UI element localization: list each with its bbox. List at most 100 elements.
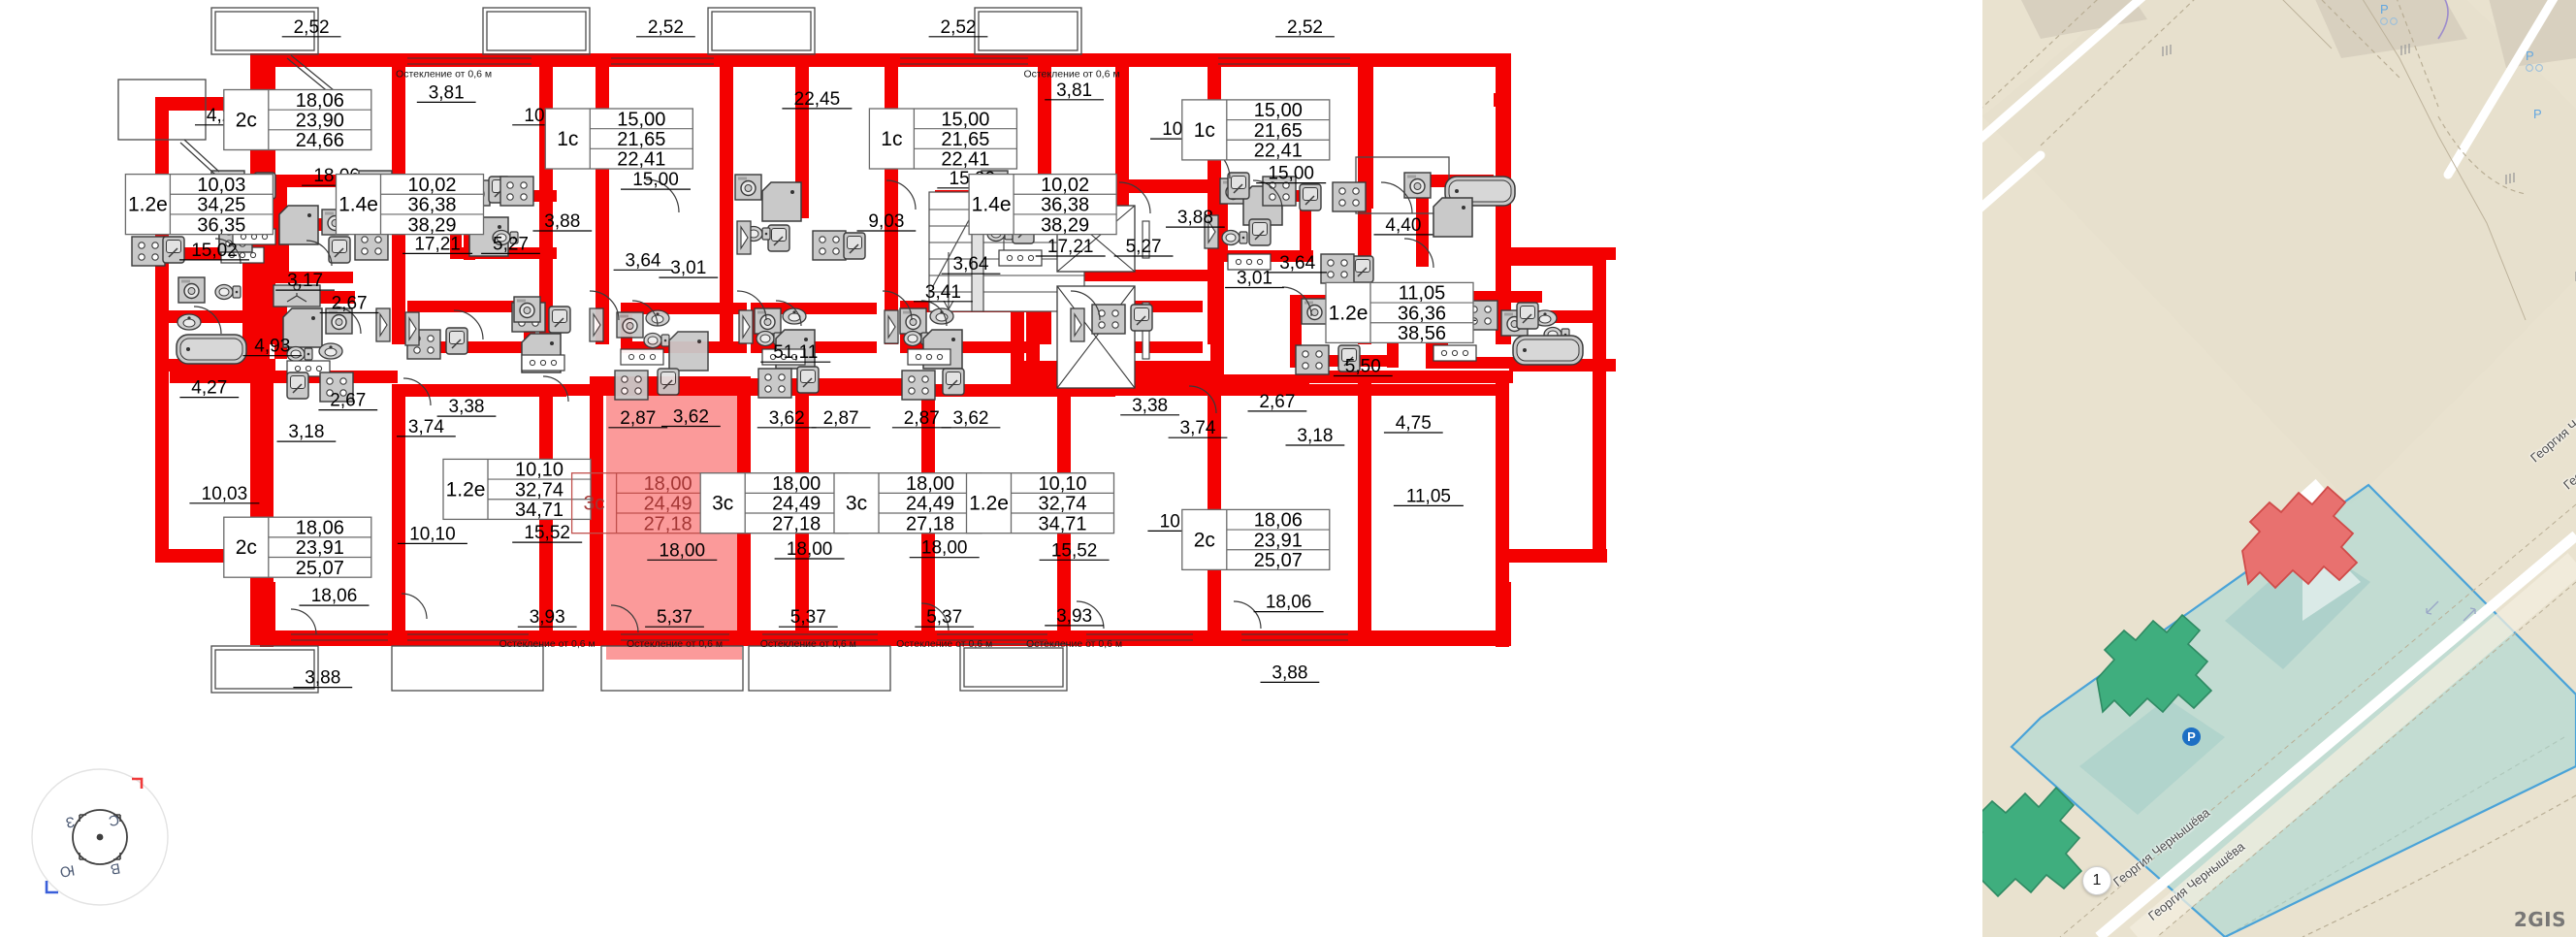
svg-text:3,64: 3,64	[1279, 253, 1315, 274]
room-area-label: 2,87	[608, 408, 668, 429]
apartment-type-label: 1c	[557, 128, 578, 150]
room-area-label: 18,00	[909, 538, 980, 559]
apartment-area-value: 38,56	[1398, 323, 1446, 344]
svg-text:3,18: 3,18	[288, 422, 324, 442]
svg-text:10,10: 10,10	[409, 524, 456, 544]
svg-text:3,01: 3,01	[670, 258, 706, 278]
map-provider-watermark: 2GIS	[2513, 908, 2566, 931]
room-area-label: 5,37	[778, 607, 838, 628]
svg-text:15,52: 15,52	[1051, 540, 1098, 561]
svg-text:3,64: 3,64	[953, 254, 989, 275]
apartment-area-value: 38,29	[1041, 214, 1089, 236]
apartment-area-value: 22,41	[941, 149, 989, 171]
svg-text:3,88: 3,88	[544, 211, 580, 232]
map-drawing[interactable]: P P P	[1982, 0, 2576, 937]
compass-north-label: С	[107, 811, 120, 829]
svg-text:3,38: 3,38	[1132, 396, 1168, 416]
location-map-panel[interactable]: P P P	[1982, 0, 2576, 937]
apartment-area-value: 15,00	[1254, 100, 1303, 121]
svg-text:17,21: 17,21	[414, 234, 461, 254]
room-area-label: 3,17	[275, 271, 335, 291]
room-area-label: 4,75	[1383, 413, 1443, 434]
room-area-label: 15,00	[1256, 164, 1327, 184]
neighbour-building-footprint[interactable]	[2096, 613, 2213, 718]
apartment-area-value: 32,74	[1038, 494, 1086, 515]
svg-text:2,67: 2,67	[330, 391, 366, 411]
svg-text:51,11: 51,11	[773, 342, 818, 363]
apartment-area-value: 27,18	[644, 513, 692, 534]
room-area-label: 4,27	[179, 378, 240, 399]
svg-text:18,00: 18,00	[921, 538, 968, 559]
room-area-labels: 2,522,522,522,524,203,8110,0222,453,8110…	[179, 17, 1476, 689]
apartment-spec-boxes[interactable]: 1.2e10,0334,2536,352c18,0623,9024,661.4e…	[124, 88, 1474, 579]
apartment-area-value: 18,00	[772, 473, 821, 495]
map-marker-1[interactable]: 1	[2082, 866, 2111, 895]
svg-text:3,74: 3,74	[1180, 418, 1216, 438]
room-area-label: 18,06	[299, 586, 370, 606]
apartment-area-value: 10,10	[1038, 473, 1086, 495]
room-area-label: 17,21	[1035, 237, 1106, 257]
room-area-label: 2,67	[319, 294, 379, 314]
apartment-area-value: 36,35	[197, 214, 245, 236]
parking-marker[interactable]: P	[2182, 727, 2201, 746]
apartment-area-value: 18,06	[296, 518, 344, 539]
svg-text:4,75: 4,75	[1396, 413, 1432, 434]
apartment-area-value: 18,06	[296, 90, 344, 112]
highlighted-building-footprint[interactable]	[2241, 485, 2359, 590]
apartment-area-value: 25,07	[1254, 550, 1303, 571]
room-area-label: 22,45	[782, 89, 853, 110]
room-area-label: 3,81	[1045, 81, 1104, 101]
svg-text:5,37: 5,37	[657, 607, 692, 628]
svg-text:15,52: 15,52	[524, 523, 570, 543]
svg-text:2,52: 2,52	[1287, 17, 1323, 38]
svg-text:3,62: 3,62	[673, 407, 709, 428]
svg-text:5,27: 5,27	[493, 234, 529, 254]
floor-plan-panel[interactable]: 2,522,522,522,524,203,8110,0222,453,8110…	[0, 0, 1982, 937]
floor-plan-drawing[interactable]: 2,522,522,522,524,203,8110,0222,453,8110…	[0, 0, 1982, 937]
neighbour-building-footprint[interactable]	[1982, 786, 2083, 898]
svg-text:10,03: 10,03	[202, 484, 248, 504]
apartment-area-value: 23,90	[296, 111, 344, 132]
svg-text:15,00: 15,00	[632, 170, 679, 190]
svg-text:9,03: 9,03	[868, 211, 904, 232]
room-area-label: 5,27	[481, 234, 540, 254]
glazing-note: Остекление от 0,6 м	[396, 68, 492, 80]
apartment-area-value: 36,36	[1398, 303, 1446, 324]
svg-text:4,93: 4,93	[254, 337, 290, 357]
apartment-type-label: 1.4e	[972, 194, 1012, 216]
room-area-label: 4,40	[1373, 215, 1433, 236]
svg-text:3,81: 3,81	[429, 82, 465, 103]
room-area-label: 15,52	[512, 523, 583, 543]
svg-text:5,37: 5,37	[926, 607, 962, 628]
svg-text:2,52: 2,52	[294, 17, 330, 38]
apartment-area-value: 27,18	[772, 513, 821, 534]
apartment-area-value: 34,25	[197, 195, 245, 216]
room-area-label: 3,62	[941, 408, 1001, 429]
apartment-area-value: 34,71	[515, 500, 564, 521]
apartment-area-value: 21,65	[1254, 120, 1303, 142]
svg-text:3,81: 3,81	[1056, 81, 1092, 101]
room-area-label: 15,02	[179, 241, 249, 261]
svg-text:3,18: 3,18	[1297, 426, 1333, 446]
svg-text:3,88: 3,88	[1177, 208, 1213, 228]
apartment-type-label: 2c	[236, 110, 257, 132]
room-area-label: 11,05	[1393, 486, 1464, 506]
apartment-area-value: 24,49	[772, 494, 821, 515]
room-area-label: 2,52	[636, 17, 695, 38]
room-area-label: 5,37	[915, 607, 975, 628]
